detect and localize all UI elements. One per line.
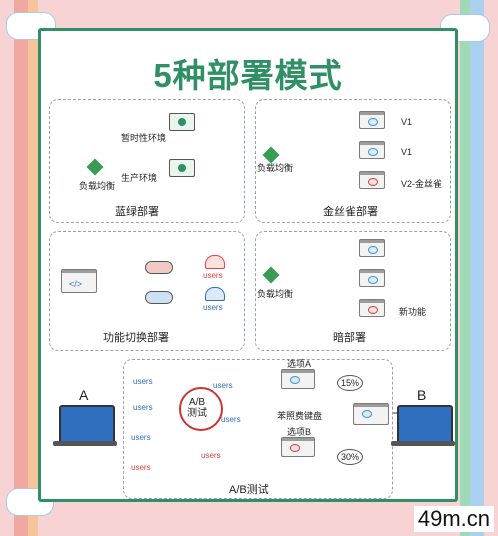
dark-target-1	[359, 239, 385, 257]
ab-user-4: users	[131, 463, 151, 472]
feature-toggle-title: 功能切换部署	[103, 332, 169, 344]
bg-stripe-blue	[470, 0, 484, 536]
ab-title: A/B测试	[229, 484, 269, 496]
ab-pct-b: 30%	[337, 449, 364, 465]
dark-target-2	[359, 269, 385, 287]
side-a-label: A	[79, 387, 89, 403]
canary-target-label-1: V1	[401, 117, 413, 127]
ab-hub-label: A/B 测试	[187, 397, 207, 419]
canary-target-label-3: V2-金丝雀	[401, 179, 443, 189]
ab-hub	[179, 387, 223, 431]
laptop-b-icon	[397, 405, 453, 445]
ab-user-6: users	[221, 415, 241, 424]
ab-result-screen	[353, 403, 389, 425]
ab-user-2: users	[133, 403, 153, 412]
bg-prod-env-icon	[169, 159, 195, 177]
bg-stripe-red	[14, 0, 28, 536]
ab-user-3: users	[131, 433, 151, 442]
ab-middle-label: 苯照费键盘	[277, 411, 323, 421]
bg-stripe-green	[460, 0, 470, 536]
option-a-label: 选项A	[287, 359, 312, 369]
ab-user-5: users	[213, 381, 233, 390]
dark-box	[255, 231, 451, 351]
bg-prod-env-label: 生产环境	[121, 173, 158, 183]
toggle-users-label-2: users	[203, 303, 223, 312]
ab-user-1: users	[133, 377, 153, 386]
bg-title: 蓝绿部署	[115, 206, 159, 218]
toggle-switch-blue	[145, 291, 173, 304]
users-icon-blue	[205, 287, 225, 301]
canary-lb-label: 负载均衡	[257, 163, 294, 173]
page-title: 5种部署模式	[153, 57, 343, 94]
toggle-switch-red	[145, 261, 173, 274]
dark-new-feature-label: 新功能	[399, 307, 427, 317]
ab-pct-a: 15%	[337, 375, 364, 391]
side-b-label: B	[417, 387, 427, 403]
laptop-b-base	[391, 441, 455, 446]
bg-stripe-orange	[28, 0, 38, 536]
laptop-a-base	[53, 441, 117, 446]
canary-target-1	[359, 111, 385, 129]
toggle-users-label-1: users	[203, 271, 223, 280]
toggle-code-icon	[61, 269, 97, 293]
option-a-screen	[281, 369, 315, 389]
option-b-label: 选项B	[287, 427, 312, 437]
code-glyph: </>	[69, 279, 83, 289]
main-panel: 5种部署模式	[38, 28, 458, 502]
bg-lb-label: 负载均衡	[79, 181, 116, 191]
canary-target-2	[359, 141, 385, 159]
canary-box	[255, 99, 451, 223]
laptop-a-icon	[59, 405, 115, 445]
dark-title: 暗部署	[333, 332, 366, 344]
watermark: 49m.cn	[413, 506, 494, 532]
option-b-screen	[281, 437, 315, 457]
canary-target-label-2: V1	[401, 147, 413, 157]
canary-target-3	[359, 171, 385, 189]
canary-title: 金丝雀部署	[323, 206, 378, 218]
ab-user-7: users	[201, 451, 221, 460]
dark-lb-label: 负载均衡	[257, 289, 294, 299]
blue-green-box	[49, 99, 245, 223]
dark-target-3	[359, 299, 385, 317]
cloud-top-left	[6, 12, 56, 40]
bg-temp-env-label: 暂时性环境	[121, 133, 167, 143]
users-icon-red	[205, 255, 225, 269]
bg-temp-env-icon	[169, 113, 195, 131]
